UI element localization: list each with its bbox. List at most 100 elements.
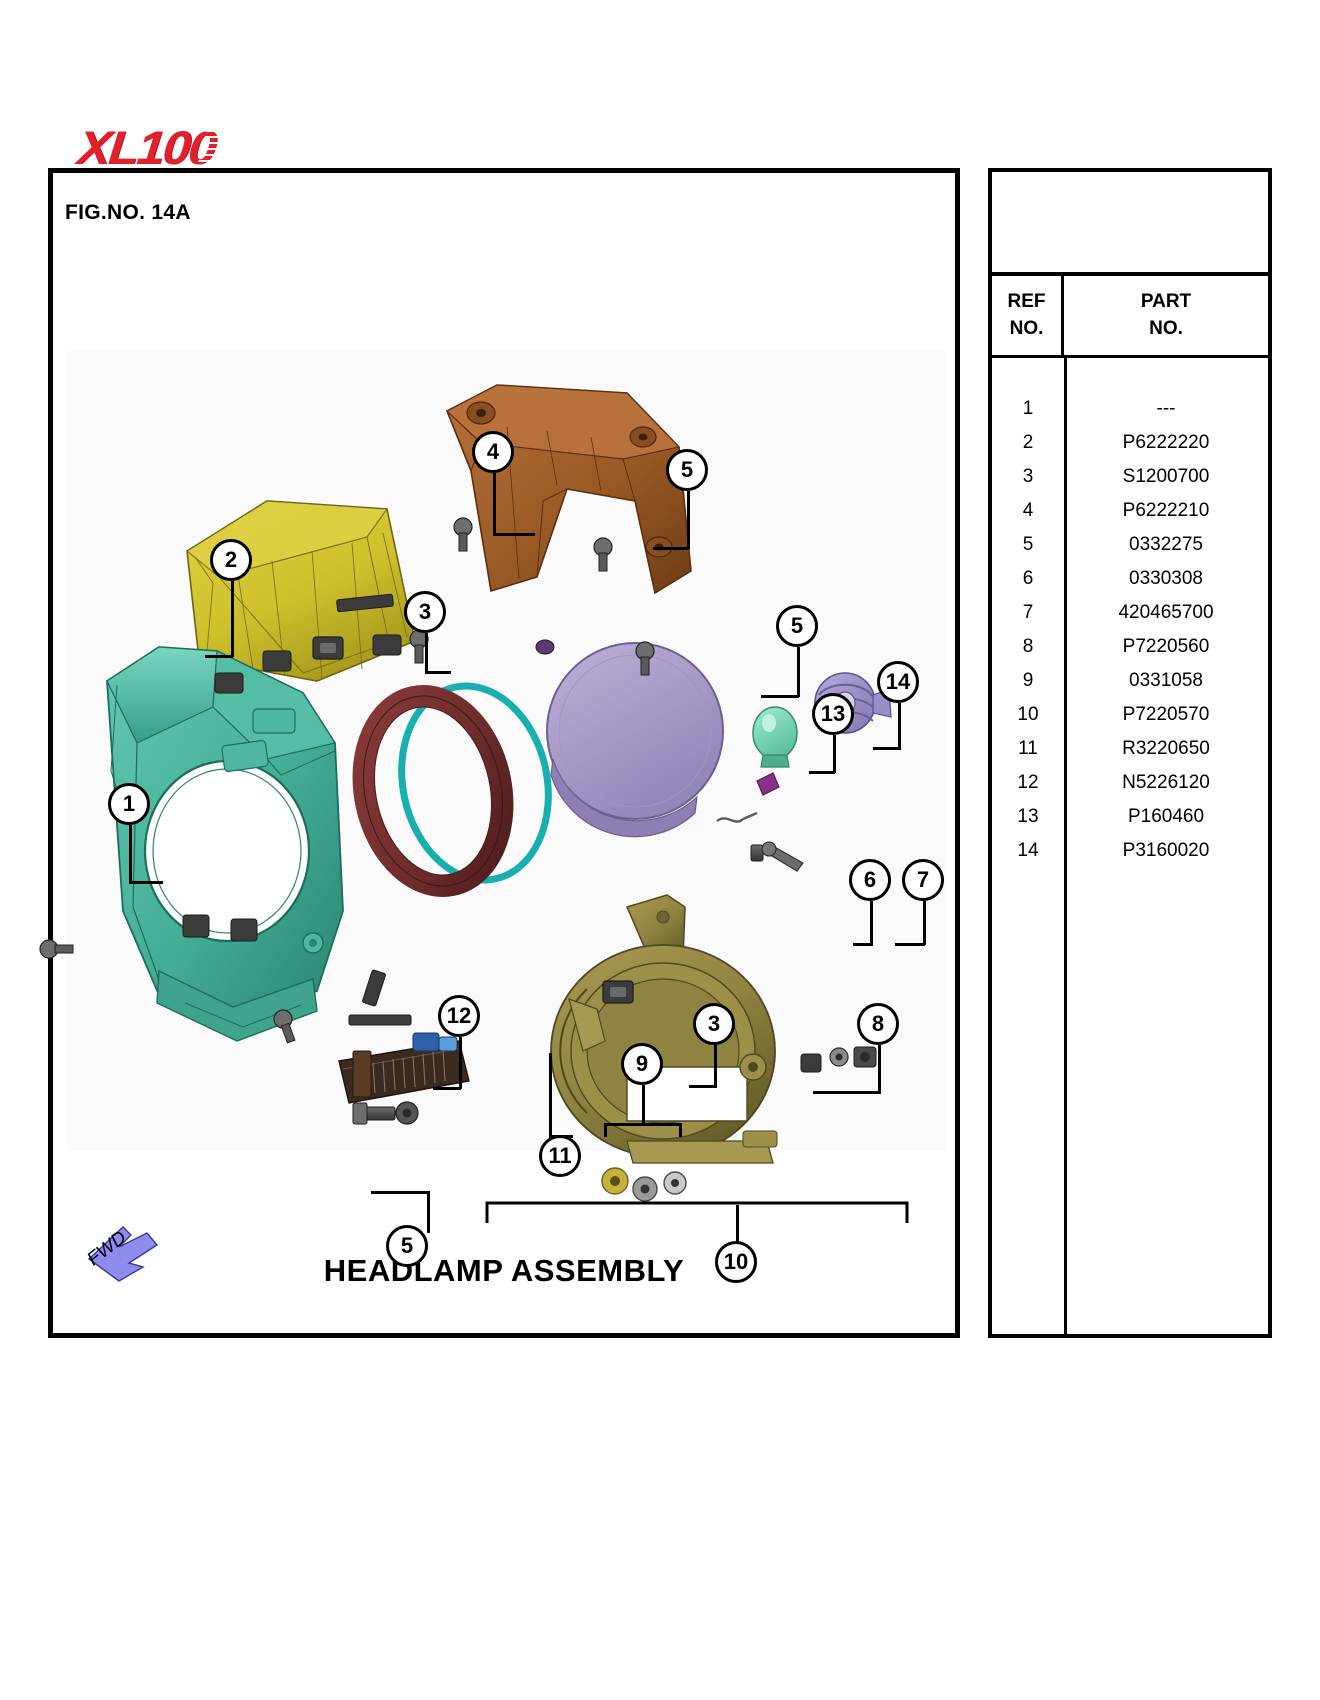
- callout-9[interactable]: 9: [621, 1043, 663, 1085]
- table-row: 11 R3220650: [992, 732, 1268, 766]
- part-hdr-line1: PART: [1140, 290, 1192, 312]
- leader-5c-v: [427, 1191, 430, 1233]
- cell-ref-no: 2: [1022, 432, 1034, 453]
- callout-5-mid[interactable]: 5: [776, 605, 818, 647]
- column-header-part-no: PART NO.: [1064, 276, 1268, 355]
- cell-part-no: P7220570: [1122, 704, 1210, 725]
- callout-10[interactable]: 10: [715, 1241, 757, 1283]
- leader-3a-h: [425, 671, 451, 674]
- leader-9-v: [642, 1085, 645, 1125]
- leader-7-v: [923, 901, 926, 945]
- table-row: 5 0332275: [992, 528, 1268, 562]
- leader-5a-v: [687, 491, 690, 549]
- ref-hdr-line2: NO.: [1009, 317, 1044, 339]
- leader-11-v: [549, 1053, 552, 1137]
- leader-10-v: [736, 1205, 739, 1243]
- housing-mount-lugs: [182, 914, 258, 942]
- exploded-view-canvas: [39, 351, 947, 1223]
- exploded-parts-illustration: [39, 384, 909, 1223]
- cell-part-no: N5226120: [1122, 772, 1210, 793]
- leader-2-h: [205, 655, 233, 658]
- cell-part-no: P160460: [1127, 806, 1205, 827]
- cell-ref-no: 11: [1018, 738, 1038, 759]
- cell-part-no: ---: [1156, 398, 1176, 419]
- cell-ref-no: 4: [1022, 500, 1034, 521]
- cell-part-no: 420465700: [1118, 602, 1214, 623]
- table-column-headers: REF NO. PART NO.: [992, 276, 1268, 358]
- cell-part-no: 0330308: [1129, 568, 1203, 589]
- callout-13[interactable]: 13: [812, 693, 854, 735]
- callout-5-top[interactable]: 5: [666, 449, 708, 491]
- cell-part-no: 0332275: [1129, 534, 1203, 555]
- cell-ref-no: 10: [1017, 704, 1039, 725]
- callout-12[interactable]: 12: [438, 995, 480, 1037]
- cell-part-no: R3220650: [1122, 738, 1210, 759]
- leader-3b-h: [689, 1085, 717, 1088]
- leader-7-h: [895, 943, 925, 946]
- part-grommets: [601, 1167, 687, 1202]
- part-rubber-pad: [338, 1032, 470, 1104]
- drawing-frame: FIG.NO. 14A: [39, 168, 960, 1338]
- leader-1-h: [129, 881, 163, 884]
- ref-hdr-line1: REF: [1007, 290, 1046, 312]
- cell-ref-no: 8: [1022, 636, 1034, 657]
- table-row: 6 0330308: [992, 562, 1268, 596]
- cell-part-no: P3160020: [1122, 840, 1210, 861]
- leader-12-v: [459, 1037, 462, 1089]
- leader-13-h: [809, 771, 835, 774]
- table-row: 13 P160460: [992, 800, 1268, 834]
- cell-ref-no: 13: [1017, 806, 1039, 827]
- cell-ref-no: 6: [1022, 568, 1034, 589]
- part-wire-and-screw: [716, 772, 804, 872]
- callout-7[interactable]: 7: [902, 859, 944, 901]
- leader-4-h: [493, 533, 535, 536]
- logo-text: XL100: [75, 121, 218, 174]
- leader-6-h: [853, 943, 873, 946]
- table-row: 2 P6222220: [992, 426, 1268, 460]
- leader-12-h: [433, 1087, 461, 1090]
- callout-4[interactable]: 4: [472, 431, 514, 473]
- cell-ref-no: 3: [1022, 466, 1034, 487]
- callout-1[interactable]: 1: [108, 783, 150, 825]
- column-header-ref-no: REF NO.: [992, 276, 1064, 355]
- leader-5b-h: [761, 695, 799, 698]
- leader-9-h: [604, 1123, 682, 1126]
- table-row: 12 N5226120: [992, 766, 1268, 800]
- cell-ref-no: 9: [1022, 670, 1034, 691]
- cell-ref-no: 7: [1022, 602, 1034, 623]
- callout-3-lower[interactable]: 3: [693, 1003, 735, 1045]
- cell-ref-no: 12: [1017, 772, 1039, 793]
- callout-8[interactable]: 8: [857, 1003, 899, 1045]
- part-lens-seal-rings: [352, 682, 552, 897]
- callout-2[interactable]: 2: [210, 539, 252, 581]
- table-row: 9 0331058: [992, 664, 1268, 698]
- callout-14[interactable]: 14: [877, 661, 919, 703]
- diagram-title: HEADLAMP ASSEMBLY: [323, 1253, 685, 1288]
- leader-4-v: [493, 473, 496, 535]
- cell-part-no: 0331058: [1129, 670, 1203, 691]
- callout-5-bottom[interactable]: 5: [386, 1225, 428, 1267]
- table-row: 7 420465700: [992, 596, 1268, 630]
- callout-6[interactable]: 6: [849, 859, 891, 901]
- leader-8-h: [813, 1091, 881, 1094]
- xl100-logo: XL100: [75, 121, 337, 174]
- part-headlamp-housing: [106, 646, 344, 1042]
- table-row: 10 P7220570: [992, 698, 1268, 732]
- part-bolt-and-nut: [352, 1101, 419, 1125]
- cell-ref-no: 14: [1017, 840, 1039, 861]
- part-headlamp-bulb: [752, 706, 798, 768]
- cell-ref-no: 5: [1022, 534, 1034, 555]
- table-column-divider: [1064, 358, 1067, 1334]
- cell-part-no: P6222220: [1122, 432, 1210, 453]
- leader-5a-h: [653, 547, 689, 550]
- leader-5b-v: [797, 647, 800, 697]
- callout-11[interactable]: 11: [539, 1135, 581, 1177]
- leader-1-v: [129, 825, 132, 883]
- callout-3-upper[interactable]: 3: [404, 591, 446, 633]
- leader-9-tick-r: [679, 1123, 682, 1137]
- table-header-blank-area: [992, 172, 1268, 276]
- leader-5c-h: [371, 1191, 429, 1194]
- part-reflector-lens: [546, 642, 724, 838]
